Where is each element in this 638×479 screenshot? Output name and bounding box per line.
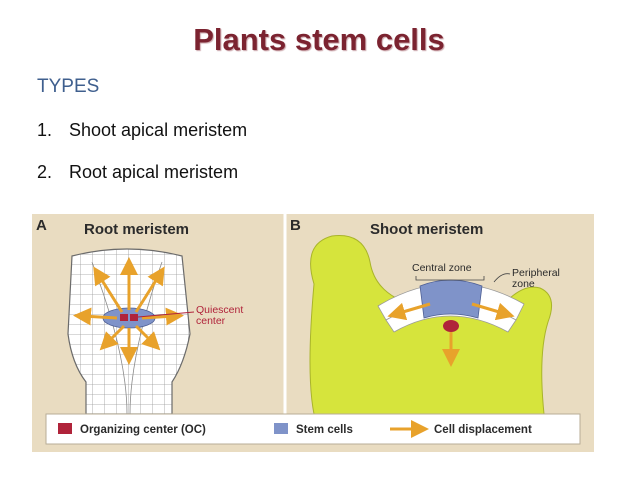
peripheral-zone-label-line1: Peripheral xyxy=(512,267,560,279)
quiescent-center-pointer xyxy=(137,311,195,318)
meristem-diagram: A Root meristem Quiescent center B Sh xyxy=(36,214,581,445)
shoot-displacement-arrows xyxy=(387,302,515,367)
quiescent-center xyxy=(120,314,138,321)
list-item-label: Shoot apical meristem xyxy=(69,120,248,140)
legend-swatch-stem-cells xyxy=(274,423,288,434)
peripheral-zone-label-line2: zone xyxy=(512,278,535,290)
peripheral-zone-pointer xyxy=(493,273,511,283)
panel-b-title: Shoot meristem xyxy=(370,221,483,238)
list-item-label: Root apical meristem xyxy=(69,162,239,182)
legend-stem-cells-label: Stem cells xyxy=(296,424,353,436)
list-item-number: 2. xyxy=(37,162,53,182)
shoot-stem-cells xyxy=(419,279,483,319)
shoot-organizing-center xyxy=(443,320,459,332)
list-item-number: 1. xyxy=(37,120,53,140)
quiescent-center-label-line1: Quiescent xyxy=(196,304,243,316)
panel-b-letter: B xyxy=(290,217,301,234)
legend-cell-displacement-label: Cell displacement xyxy=(434,424,532,436)
types-list: 1. Shoot apical meristem 2. Root apical me… xyxy=(37,118,247,202)
legend-swatch-organizing-center xyxy=(58,423,72,434)
central-zone-label: Central zone xyxy=(412,262,472,274)
root-displacement-arrows xyxy=(73,257,184,365)
legend-organizing-center-label: Organizing center (OC) xyxy=(80,424,206,436)
slide-title: Plants stem cells xyxy=(193,22,445,57)
list-item: 1. Shoot apical meristem xyxy=(37,118,247,160)
panel-a-letter: A xyxy=(36,217,47,234)
central-zone-bracket xyxy=(415,276,485,281)
types-heading: TYPES xyxy=(37,76,100,97)
list-item: 2. Root apical meristem xyxy=(37,160,247,202)
quiescent-center-label-line2: center xyxy=(196,315,226,327)
meristem-figure: A Root meristem Quiescent center B Sh xyxy=(32,214,594,452)
legend-box xyxy=(45,413,581,445)
panel-a-title: Root meristem xyxy=(84,221,189,238)
